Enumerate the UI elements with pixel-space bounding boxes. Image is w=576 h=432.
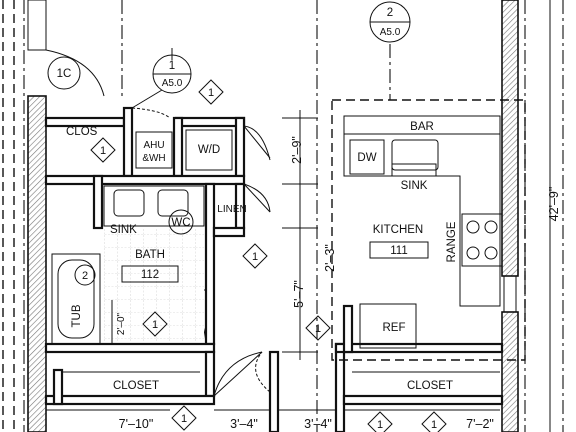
section-1-number: 1: [169, 60, 175, 72]
svg-text:1: 1: [377, 419, 383, 431]
section-2-number: 2: [387, 7, 393, 19]
interior-walls: [44, 106, 504, 432]
diamond-tag: 1: [90, 137, 116, 163]
svg-text:1C: 1C: [57, 68, 72, 80]
svg-text:1: 1: [181, 413, 187, 425]
bath-number-box: [121, 265, 179, 283]
section-marker-1: 1 A5.0: [152, 48, 192, 94]
section-2-sheet: A5.0: [380, 27, 401, 38]
room-label-linen: LINEN: [217, 204, 246, 215]
kitchen-outline: [331, 99, 526, 361]
svg-text:1: 1: [431, 419, 437, 431]
grid-lines: [2, 0, 564, 432]
svg-text:2: 2: [82, 270, 88, 282]
diamond-tag: 1: [305, 315, 331, 341]
kitchen-counter: [343, 134, 501, 307]
window: [503, 275, 517, 313]
dim-tub-2-0: 2'–0": [116, 312, 127, 335]
room-label-ahu: AHU: [143, 140, 164, 151]
diamond-tag: 1: [198, 79, 224, 105]
wc-label: WC: [171, 217, 190, 229]
bath-tile-floor: [104, 228, 204, 342]
section-marker-2: 2 A5.0: [369, 1, 411, 43]
dim-2-3: 2'–3": [323, 244, 337, 272]
section-1-sheet: A5.0: [162, 78, 183, 89]
diamond-tag: 1: [142, 311, 168, 337]
room-label-wh: &WH: [142, 153, 165, 164]
dimension-lines: [46, 0, 551, 432]
room-number-bath: 112: [141, 269, 159, 281]
closet-right-label: CLOSET: [407, 380, 453, 392]
dim-3-4-left: 3'–4": [230, 417, 258, 431]
dim-7-10: 7'–10": [119, 417, 154, 431]
dim-7-2: 7'–2": [466, 417, 494, 431]
dim-2-9: 2'–9": [290, 136, 304, 164]
closet-left-label: CLOSET: [113, 380, 159, 392]
left-exterior-wall: [27, 95, 47, 432]
room-label-wd: W/D: [198, 144, 220, 156]
svg-text:1: 1: [315, 323, 321, 335]
dim-42-9: 42'–9": [547, 187, 561, 222]
diamond-tag: 1: [421, 411, 447, 432]
svg-text:1: 1: [208, 87, 214, 99]
room-label-clos: CLOS: [66, 126, 98, 138]
bath-sink-label: SINK: [110, 224, 137, 236]
dim-3-4-right: 3'–4": [304, 417, 332, 431]
kitchen-sink-label: SINK: [401, 180, 428, 192]
tub-tag: 2: [74, 264, 96, 286]
diamond-tag: 1: [171, 405, 197, 431]
svg-text:1: 1: [252, 251, 258, 263]
svg-text:1: 1: [100, 145, 106, 157]
room-number-kitchen: 111: [390, 245, 407, 257]
ref-label: REF: [383, 322, 406, 334]
tub-label: TUB: [71, 304, 83, 327]
right-exterior-wall-lower: [501, 311, 519, 432]
diamond-tag: 1: [242, 243, 268, 269]
kitchen-number-box: [369, 241, 429, 259]
diamond-tag: 1: [367, 411, 393, 432]
right-exterior-wall: [501, 0, 519, 277]
dim-5-7: 5'–7": [292, 280, 306, 308]
fixtures: [51, 129, 503, 373]
svg-text:1: 1: [152, 319, 158, 331]
dw-label: DW: [357, 152, 376, 164]
left-wall-upper: [27, 0, 47, 51]
door-tag-1c: 1C: [47, 56, 81, 90]
diamond-tags: 1 1 1 1 1 1 1 1: [90, 79, 447, 432]
range-label: RANGE: [446, 221, 458, 262]
room-name-kitchen: KITCHEN: [373, 224, 423, 236]
room-name-bath: BATH: [135, 249, 165, 261]
bar-label: BAR: [410, 121, 434, 133]
